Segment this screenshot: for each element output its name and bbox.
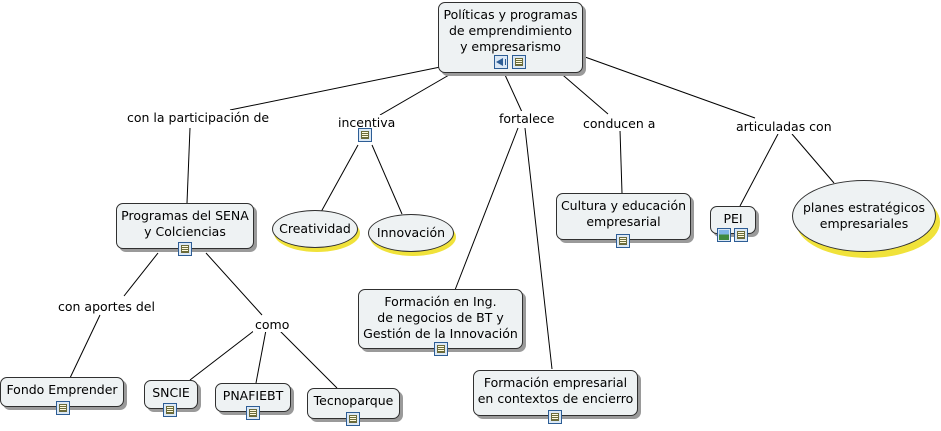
concept-pei-label: PEI: [723, 211, 743, 226]
concept-cultura[interactable]: Cultura y educación empresarial: [556, 193, 691, 240]
concept-root[interactable]: Políticas y programas de emprendimiento …: [438, 2, 583, 73]
concept-innovacion[interactable]: Innovación: [368, 214, 454, 252]
link-label-participacion: con la participación de: [125, 110, 272, 125]
document-icon[interactable]: [163, 403, 177, 417]
document-icon[interactable]: [358, 128, 372, 142]
concept-sncie-label: SNCIE: [152, 385, 190, 400]
image-icon[interactable]: [717, 228, 731, 242]
link-label-conducen: conducen a: [581, 116, 658, 131]
concept-tecnoparque-label: Tecnoparque: [313, 393, 394, 408]
concept-pnafiebt[interactable]: PNAFIEBT: [215, 383, 291, 412]
concept-pei[interactable]: PEI: [710, 206, 756, 234]
sound-icon[interactable]: [494, 55, 508, 69]
document-icon[interactable]: [512, 55, 526, 69]
concept-creatividad-label: Creatividad: [279, 221, 351, 236]
concept-fondo-label: Fondo Emprender: [6, 382, 118, 397]
concept-planes-label: planes estratégicos empresariales: [802, 200, 926, 231]
link-label-fortalece: fortalece: [497, 111, 557, 126]
document-icon[interactable]: [616, 234, 630, 248]
concept-sena-label: Programas del SENA y Colciencias: [121, 208, 249, 239]
concept-formacion-ing-label: Formación en Ing. de negocios de BT y Ge…: [363, 294, 518, 341]
concept-fondo[interactable]: Fondo Emprender: [0, 377, 124, 407]
document-icon[interactable]: [56, 401, 70, 415]
document-icon[interactable]: [346, 412, 360, 426]
document-icon[interactable]: [246, 406, 260, 420]
concept-cultura-label: Cultura y educación empresarial: [560, 198, 687, 229]
link-label-como: como: [253, 317, 292, 332]
link-label-articuladas: articuladas con: [734, 119, 834, 134]
concept-formacion-ing[interactable]: Formación en Ing. de negocios de BT y Ge…: [358, 289, 523, 349]
link-label-aportes: con aportes del: [56, 299, 157, 314]
document-icon[interactable]: [734, 228, 748, 242]
concept-pnafiebt-label: PNAFIEBT: [222, 388, 284, 403]
document-icon[interactable]: [434, 342, 448, 356]
concept-formacion-emp-label: Formación empresarial en contextos de en…: [477, 375, 634, 406]
concept-innovacion-label: Innovación: [376, 225, 446, 240]
document-icon[interactable]: [178, 242, 192, 256]
concept-formacion-emp[interactable]: Formación empresarial en contextos de en…: [473, 370, 638, 416]
link-label-incentiva: incentiva: [336, 115, 398, 130]
concept-planes[interactable]: planes estratégicos empresariales: [792, 180, 936, 252]
document-icon[interactable]: [548, 410, 562, 424]
concept-creatividad[interactable]: Creatividad: [272, 210, 358, 248]
concept-root-label: Políticas y programas de emprendimiento …: [443, 7, 578, 54]
